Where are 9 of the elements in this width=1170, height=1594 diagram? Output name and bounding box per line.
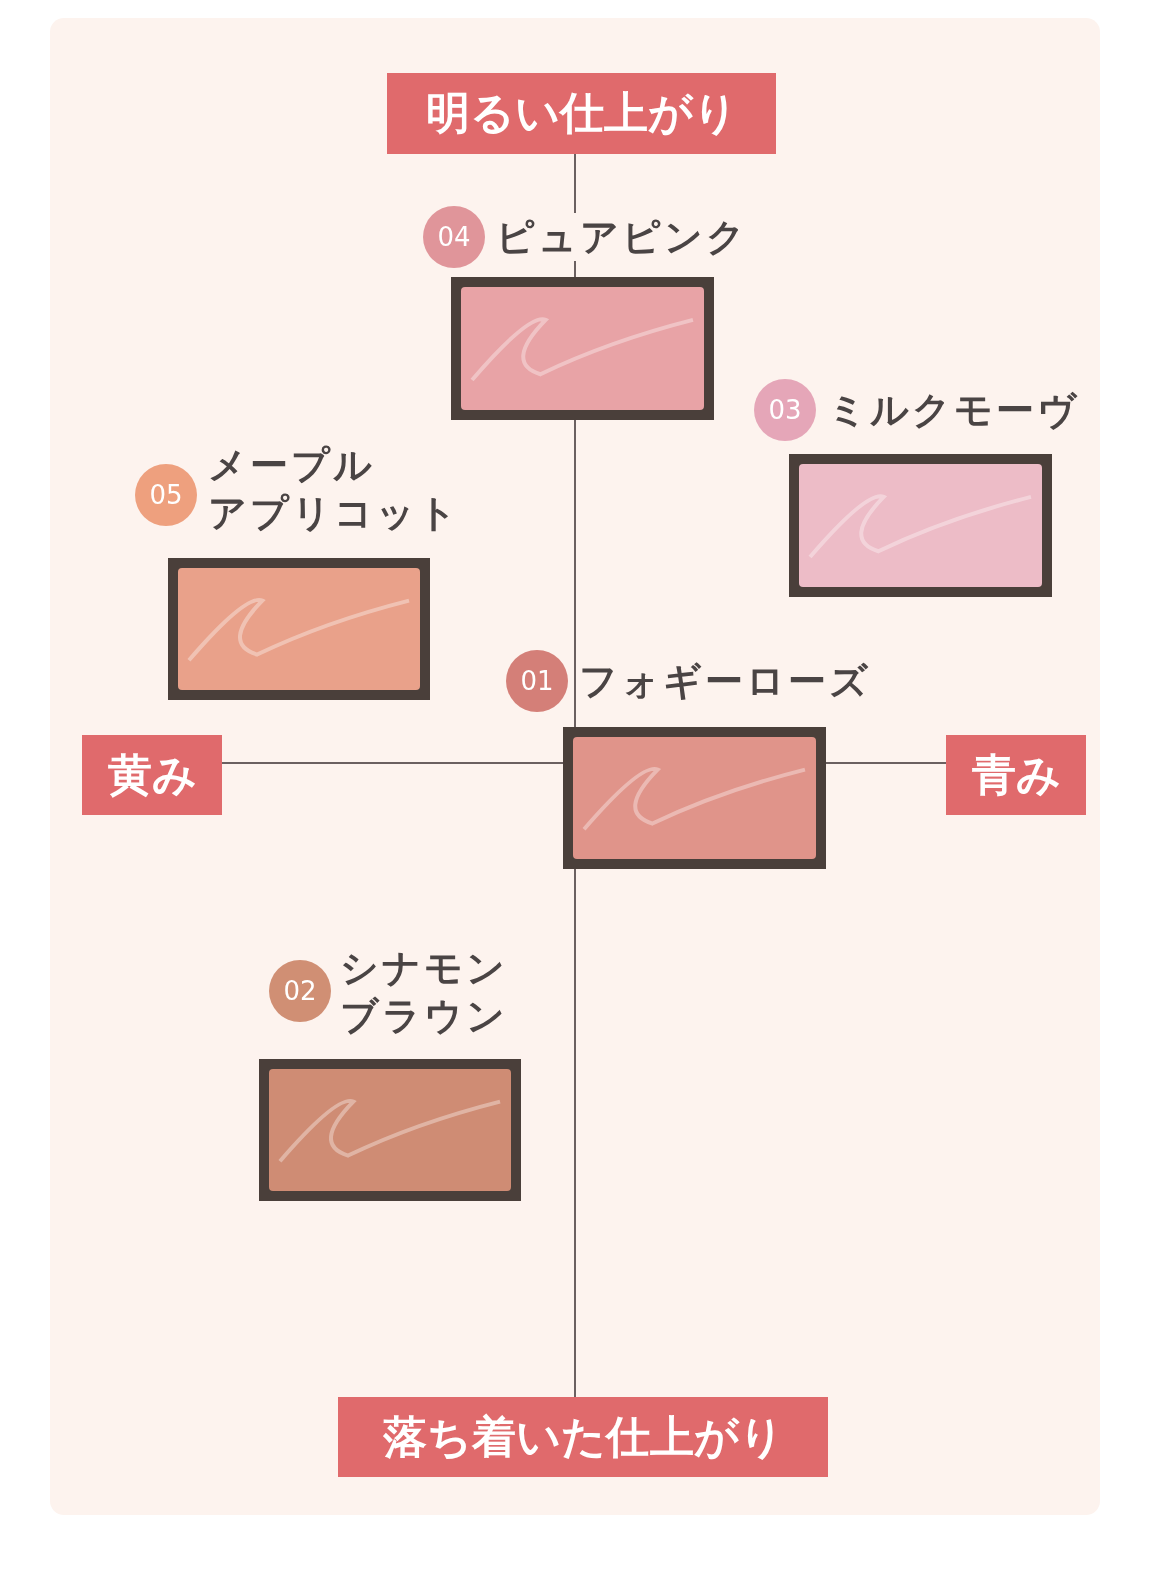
axis-label: 明るい仕上がり	[387, 73, 776, 154]
eyeshadow-pan-picture	[789, 454, 1052, 597]
eyeshadow-pan-picture	[451, 277, 714, 420]
axis-label: 落ち着いた仕上がり	[338, 1397, 828, 1477]
axis-label: 青み	[946, 735, 1086, 815]
axis-label: 黄み	[82, 735, 222, 815]
eyeshadow-pan-picture	[563, 727, 826, 869]
eyeshadow-pan-picture	[168, 558, 430, 700]
eyeshadow-pan-picture	[259, 1059, 521, 1201]
